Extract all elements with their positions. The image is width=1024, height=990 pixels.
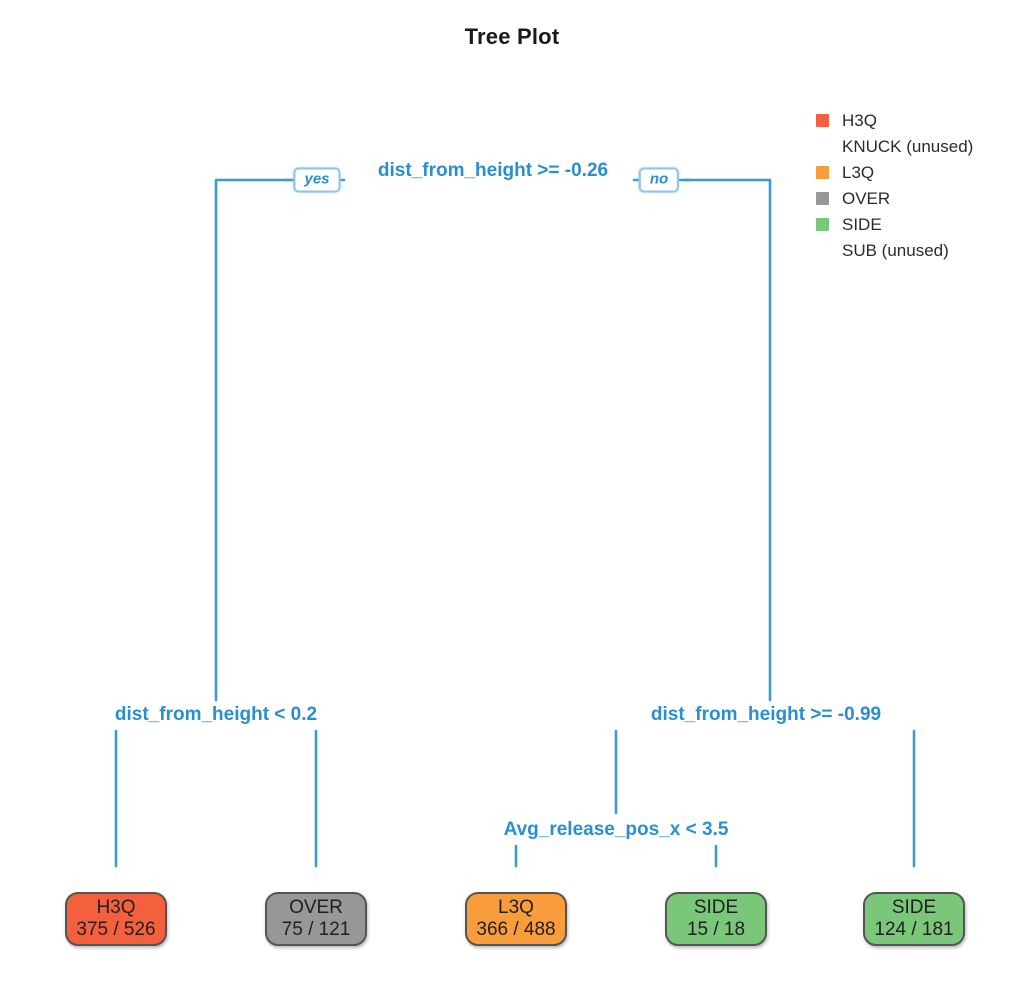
leaf-counts-label: 75 / 121 bbox=[281, 919, 351, 940]
split-label-root: dist_from_height >= -0.26 bbox=[377, 160, 609, 181]
leaf-class-label: SIDE bbox=[891, 897, 937, 918]
leaf-node-h3q[interactable]: H3Q 375 / 526 bbox=[65, 892, 167, 946]
leaf-node-l3q[interactable]: L3Q 366 / 488 bbox=[465, 892, 567, 946]
legend-swatch-icon bbox=[816, 218, 829, 231]
legend-swatch-icon-empty bbox=[816, 140, 829, 153]
link-root-to-right bbox=[632, 178, 772, 702]
legend-label: SUB (unused) bbox=[842, 241, 949, 260]
legend-label: SIDE bbox=[842, 215, 882, 234]
legend-item-h3q: H3Q bbox=[816, 110, 1020, 136]
legend-item-over: OVER bbox=[816, 188, 1020, 214]
branch-tag-no: no bbox=[638, 167, 680, 193]
leaf-class-label: H3Q bbox=[96, 897, 136, 918]
leaf-class-label: L3Q bbox=[498, 897, 534, 918]
branch-tag-yes: yes bbox=[293, 167, 341, 193]
legend: H3Q KNUCK (unused) L3Q OVER SIDE SUB (un… bbox=[816, 110, 1020, 266]
legend-label: L3Q bbox=[842, 163, 875, 182]
legend-swatch-icon-empty bbox=[816, 244, 829, 257]
legend-label: KNUCK (unused) bbox=[842, 137, 974, 156]
page-title: Tree Plot bbox=[464, 24, 560, 49]
legend-item-knuck: KNUCK (unused) bbox=[816, 136, 1020, 162]
leaf-counts-label: 375 / 526 bbox=[76, 919, 156, 940]
legend-label: H3Q bbox=[842, 111, 877, 130]
legend-item-l3q: L3Q bbox=[816, 162, 1020, 188]
split-label-right-left: Avg_release_pos_x < 3.5 bbox=[503, 819, 729, 840]
legend-label: OVER bbox=[842, 189, 891, 208]
split-label-right: dist_from_height >= -0.99 bbox=[650, 704, 882, 725]
leaf-node-over[interactable]: OVER 75 / 121 bbox=[265, 892, 367, 946]
legend-swatch-icon bbox=[816, 114, 829, 127]
leaf-class-label: SIDE bbox=[693, 897, 739, 918]
leaf-node-side-2[interactable]: SIDE 124 / 181 bbox=[863, 892, 965, 946]
leaf-counts-label: 124 / 181 bbox=[874, 919, 954, 940]
leaf-class-label: OVER bbox=[289, 897, 343, 918]
leaf-counts-label: 15 / 18 bbox=[686, 919, 746, 940]
split-label-left: dist_from_height < 0.2 bbox=[114, 704, 318, 725]
legend-swatch-icon bbox=[816, 166, 829, 179]
leaf-counts-label: 366 / 488 bbox=[476, 919, 556, 940]
leaf-node-side-1[interactable]: SIDE 15 / 18 bbox=[665, 892, 767, 946]
legend-swatch-icon bbox=[816, 192, 829, 205]
link-root-to-left bbox=[214, 178, 346, 702]
legend-item-sub: SUB (unused) bbox=[816, 240, 1020, 266]
legend-item-side: SIDE bbox=[816, 214, 1020, 240]
